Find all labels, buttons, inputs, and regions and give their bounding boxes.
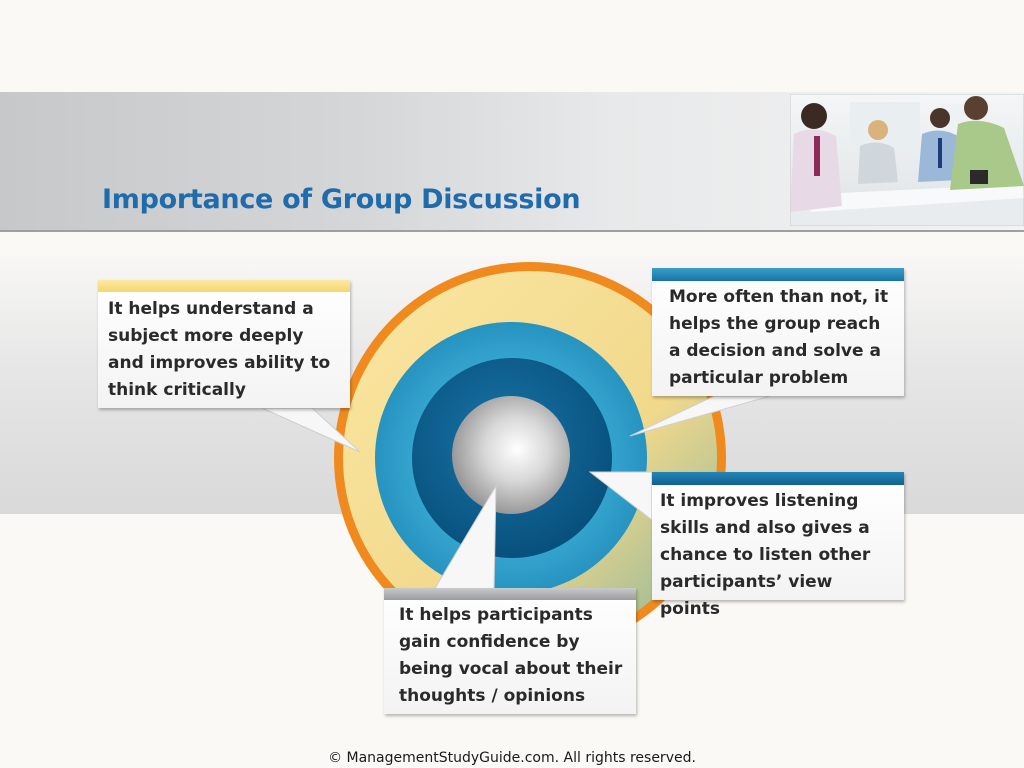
- callout-header-bar: [652, 268, 904, 281]
- callout-header-bar: [384, 588, 636, 600]
- business-meeting-photo: [790, 94, 1024, 226]
- callout-reach-decision: More often than not, it helps the group …: [652, 268, 904, 396]
- callout-text: It helps understand a subject more deepl…: [108, 299, 331, 400]
- callout-pointer-top-right: [629, 395, 771, 437]
- center-sphere: [452, 396, 570, 514]
- callout-listening-skills: It improves listening skills and also gi…: [652, 472, 904, 619]
- callout-understand-subject: It helps understand a subject more deepl…: [98, 280, 350, 408]
- callout-header-bar: [98, 280, 350, 292]
- callout-pointer-top-left: [261, 407, 361, 453]
- copyright-footer: © ManagementStudyGuide.com. All rights r…: [328, 750, 696, 766]
- callout-text: It improves listening skills and also gi…: [660, 491, 871, 619]
- callout-text: It helps participants gain confidence by…: [399, 605, 623, 706]
- callout-text: More often than not, it helps the group …: [669, 287, 889, 388]
- callout-gain-confidence: It helps participants gain confidence by…: [384, 588, 636, 714]
- callout-header-bar: [652, 472, 904, 485]
- page-title: Importance of Group Discussion: [102, 184, 581, 215]
